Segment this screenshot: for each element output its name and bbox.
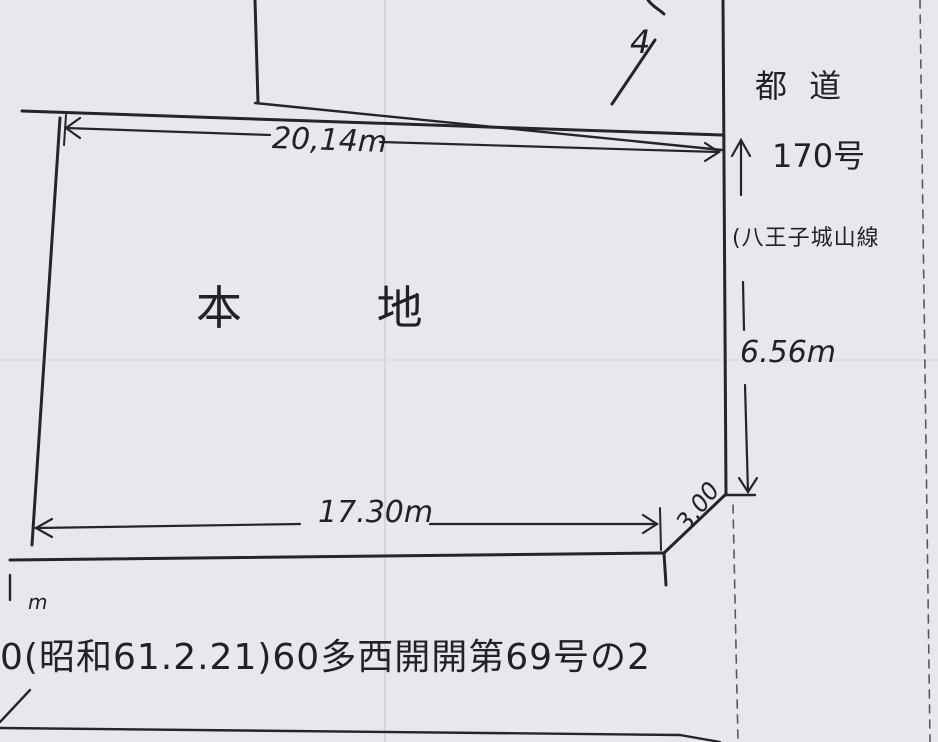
road-edge-line xyxy=(721,0,728,497)
road-line-label: (八王子城山線 xyxy=(732,226,880,251)
left-boundary-line xyxy=(30,116,62,547)
right-dimension-line xyxy=(743,383,750,494)
right-dimension-line xyxy=(741,280,746,332)
bottom-boundary-line xyxy=(8,551,666,562)
road-name-label: 都 道 xyxy=(755,67,848,105)
top-dimension-line xyxy=(64,126,272,137)
top-width-label: 20,14m xyxy=(271,121,388,160)
right-height-label: 6.56m xyxy=(740,335,837,370)
bottom-width-label: 17.30m xyxy=(318,495,434,530)
north-mark-top xyxy=(646,0,666,16)
bottom-arrow-right xyxy=(641,513,660,535)
bottom-dimension-line xyxy=(34,522,302,530)
road-number-label: 170号 xyxy=(772,137,866,175)
right-arrow-top xyxy=(730,137,752,158)
bottom-edge-line xyxy=(0,726,682,737)
top-arrow-right xyxy=(703,141,722,163)
lower-left-diagonal xyxy=(0,688,32,724)
bottom-tick-right xyxy=(659,507,662,551)
corner-cut-line xyxy=(662,493,727,555)
bottom-note: 0(昭和61.2.21)60多西開開第69号の2 xyxy=(0,637,651,678)
top-tick-left xyxy=(63,114,67,146)
north-mark-line xyxy=(610,38,657,106)
bottom-edge-line xyxy=(678,733,722,742)
upper-boundary-line xyxy=(253,0,260,105)
top-boundary-line xyxy=(20,109,724,137)
dashed-guide-line xyxy=(732,504,739,742)
corner-cut-extension xyxy=(662,551,668,587)
right-arrow-bottom xyxy=(737,476,759,495)
dashed-guide-line xyxy=(919,0,931,742)
north-mark-number: 4 xyxy=(630,23,651,61)
land-label: 本 地 xyxy=(196,281,483,335)
top-inner-line xyxy=(253,101,724,152)
bottom-arrow-left xyxy=(33,517,54,539)
left-edge-mark: m xyxy=(28,590,48,614)
top-dimension-line xyxy=(378,140,720,154)
